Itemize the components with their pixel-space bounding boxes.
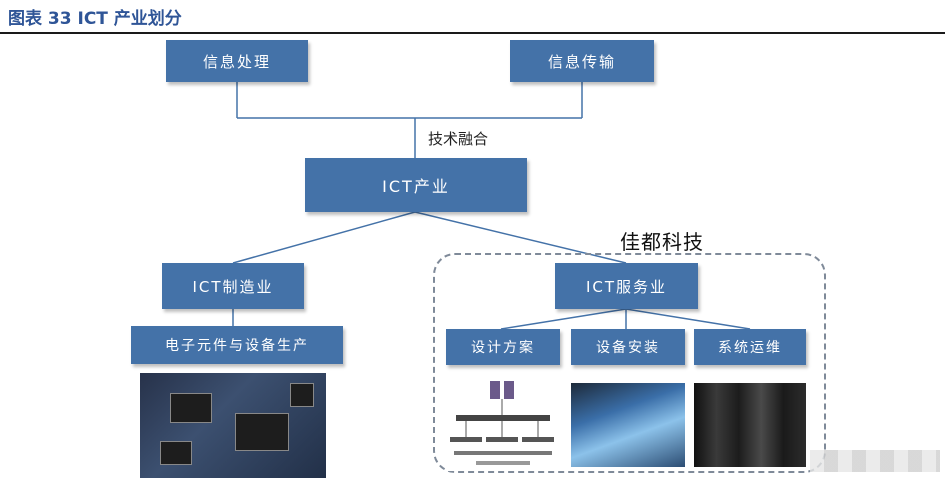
box-ict-manufacturing: ICT制造业 <box>162 263 304 309</box>
company-scope-group <box>433 253 826 473</box>
connector-line <box>232 211 416 264</box>
connector-line <box>625 308 751 330</box>
watermark <box>810 450 940 472</box>
label-tech-fusion: 技术融合 <box>428 130 489 148</box>
box-ops: 系统运维 <box>694 329 806 365</box>
box-install: 设备安装 <box>571 329 685 365</box>
box-ict-services: ICT服务业 <box>555 263 698 309</box>
figure-title: 图表 33 ICT 产业划分 <box>8 9 182 29</box>
box-design: 设计方案 <box>446 329 560 365</box>
connector-line <box>500 308 627 330</box>
box-ict-industry: ICT产业 <box>305 158 527 212</box>
label-company: 佳都科技 <box>620 230 704 254</box>
box-info-processing: 信息处理 <box>166 40 308 82</box>
box-electronics: 电子元件与设备生产 <box>131 326 343 364</box>
box-info-transmission: 信息传输 <box>510 40 654 82</box>
title-divider <box>0 32 945 34</box>
network-cable-photo <box>571 383 685 467</box>
server-room-photo <box>694 383 806 467</box>
pcb-photo <box>140 373 326 478</box>
network-diagram-image <box>446 375 560 471</box>
